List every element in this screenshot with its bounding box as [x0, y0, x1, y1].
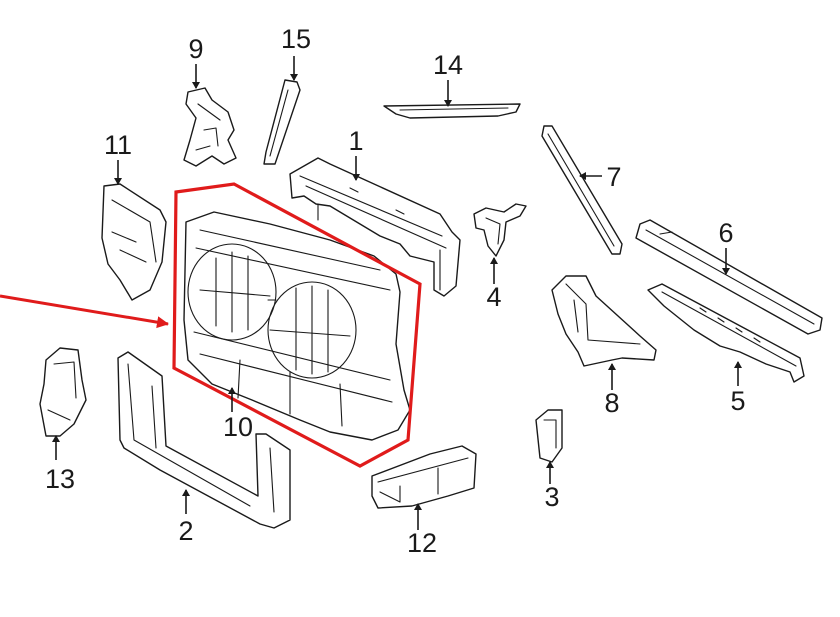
part-14: [383, 103, 521, 119]
callout-5: 5: [730, 386, 745, 416]
callout-15: 15: [281, 24, 311, 54]
highlight-arrow: [0, 294, 169, 329]
part-11: [101, 183, 167, 301]
part-1: [289, 157, 461, 297]
part-13: [39, 347, 87, 437]
callout-14: 14: [433, 50, 463, 80]
callout-1: 1: [348, 126, 363, 156]
part-7: [541, 125, 623, 255]
callout-4: 4: [486, 282, 501, 312]
callout-6: 6: [718, 218, 733, 248]
part-3: [535, 409, 563, 463]
part-10: [183, 211, 411, 441]
part-5: [647, 283, 805, 383]
callout-11: 11: [104, 130, 132, 160]
callout-labels: 9 15 14 11 1 7 6 4 8 5 10 3 13 2 12: [45, 24, 746, 558]
highlight-outline: [172, 182, 422, 468]
part-2: [117, 351, 291, 529]
callout-9: 9: [188, 34, 203, 64]
callout-10: 10: [223, 412, 253, 442]
part-6: [635, 219, 823, 335]
callout-12: 12: [407, 528, 437, 558]
part-4: [473, 203, 527, 257]
leader-lines: [52, 56, 742, 530]
part-8: [551, 275, 657, 367]
callout-13: 13: [45, 464, 75, 494]
callout-7: 7: [606, 162, 621, 192]
part-9: [183, 87, 237, 167]
part-12: [371, 445, 477, 509]
callout-2: 2: [178, 516, 193, 546]
callout-8: 8: [604, 388, 619, 418]
callout-3: 3: [544, 482, 559, 512]
part-15: [263, 79, 301, 165]
